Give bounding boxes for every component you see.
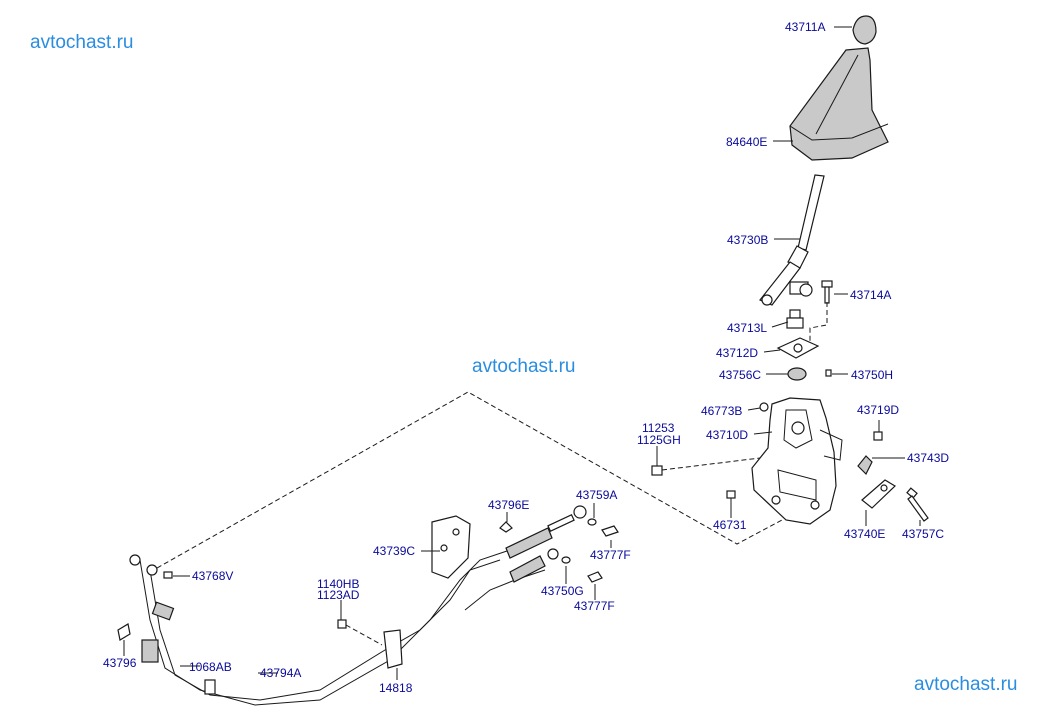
bracket-43743D xyxy=(857,455,873,476)
label-43730B: 43730B xyxy=(727,233,768,247)
label-1140HB: 1140HB xyxy=(317,577,359,591)
bushing-43713L xyxy=(786,309,804,329)
label-11253: 11253 xyxy=(642,421,675,435)
clip-43796E xyxy=(499,521,513,533)
label-43711A: 43711A xyxy=(785,20,825,34)
bracket-43739C xyxy=(431,515,471,579)
dashed-outline xyxy=(149,391,783,573)
label-43710D: 43710D xyxy=(706,428,748,442)
end-eye-43768V xyxy=(129,554,141,566)
bolt-1140HB xyxy=(337,619,383,646)
label-43740E: 43740E xyxy=(844,527,885,541)
label-43739C: 43739C xyxy=(373,544,415,558)
cable-end-lower xyxy=(509,548,571,583)
label-43796: 43796 xyxy=(103,656,137,670)
clip-43796 xyxy=(117,623,131,641)
label-43713L: 43713L xyxy=(727,321,767,335)
bolt-43714A xyxy=(821,280,833,304)
bolt-11253 xyxy=(651,457,761,476)
label-1068AB: 1068AB xyxy=(189,660,232,674)
cap-46731 xyxy=(726,490,736,499)
cable-43794A xyxy=(139,549,546,706)
plate-43712D xyxy=(776,337,820,359)
label-43794A: 43794A xyxy=(260,666,301,680)
lever-housing xyxy=(751,397,843,525)
label-43712D: 43712D xyxy=(716,346,758,360)
label-43768V: 43768V xyxy=(192,569,233,583)
watermark-bottom-right: avtochast.ru xyxy=(914,674,1018,695)
label-43777F-b: 43777F xyxy=(574,599,615,613)
label-43743D: 43743D xyxy=(907,451,949,465)
clip-43768V xyxy=(163,571,173,579)
shift-boot xyxy=(789,47,889,161)
label-1123AD: 1123AD xyxy=(317,588,360,602)
pin-43750H xyxy=(825,369,832,377)
label-46773B: 46773B xyxy=(701,404,742,418)
end-eye-2 xyxy=(146,564,158,576)
label-1125GH: 1125GH xyxy=(637,433,681,447)
clamp-14818 xyxy=(383,629,403,669)
label-43777F-a: 43777F xyxy=(590,548,631,562)
label-43796E: 43796E xyxy=(488,498,529,512)
cable-end-upper xyxy=(505,505,597,559)
nut-43719D xyxy=(873,431,883,441)
clip-43777F-a xyxy=(601,525,619,537)
label-14818: 14818 xyxy=(379,681,413,695)
label-43719D: 43719D xyxy=(857,403,899,417)
watermark-center: avtochast.ru xyxy=(472,356,576,377)
shift-lever xyxy=(759,174,825,306)
plate-43740E xyxy=(861,479,896,509)
label-43756C: 43756C xyxy=(719,368,761,382)
label-84640E: 84640E xyxy=(726,135,767,149)
lever-guide-dash xyxy=(809,302,828,343)
washer-46773B xyxy=(759,402,769,412)
label-46731: 46731 xyxy=(713,518,747,532)
label-43757C: 43757C xyxy=(902,527,944,541)
watermark-top-left: avtochast.ru xyxy=(30,32,134,53)
label-43714A: 43714A xyxy=(850,288,891,302)
ring-43756C xyxy=(787,367,807,381)
pin-43757C xyxy=(906,487,929,522)
label-43750H: 43750H xyxy=(851,368,893,382)
shift-knob xyxy=(852,15,877,45)
label-43759A: 43759A xyxy=(576,488,617,502)
clip-43777F-b xyxy=(587,571,603,583)
label-43750G: 43750G xyxy=(541,584,584,598)
leader-lines xyxy=(123,26,921,680)
